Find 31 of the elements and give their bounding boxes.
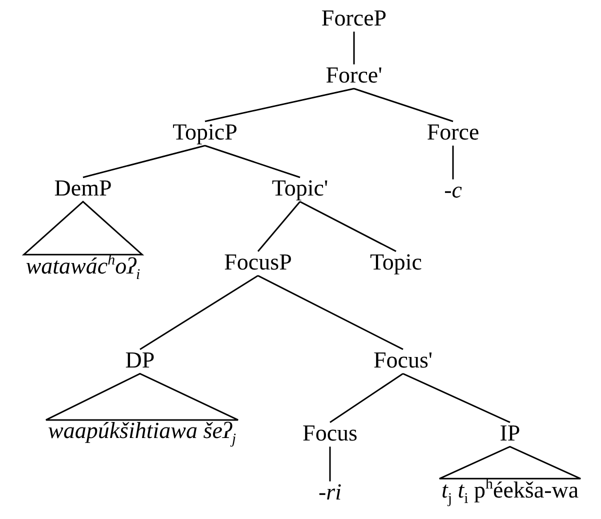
branch-line: [204, 144, 300, 178]
branch-line: [258, 274, 404, 350]
category-label: Topic: [370, 249, 422, 275]
category-label: Force': [326, 62, 382, 88]
category-label: DP: [125, 347, 155, 373]
branch-line: [330, 373, 404, 423]
category-label: Focus: [302, 420, 358, 446]
category-label: Focus': [373, 347, 433, 373]
leaf-word: -ri: [318, 479, 342, 505]
branch-line: [257, 201, 301, 252]
branch-line: [300, 200, 396, 252]
category-label: DemP: [54, 175, 112, 201]
branch-line: [82, 144, 206, 178]
category-label: Topic': [272, 175, 328, 201]
triangle-branch: [22, 200, 144, 256]
category-label: Force: [426, 119, 480, 145]
category-label: TopicP: [172, 119, 238, 145]
category-label: ForceP: [321, 5, 387, 31]
triangle-branch: [438, 446, 582, 480]
branch-line: [402, 372, 510, 424]
category-label: FocusP: [224, 249, 292, 275]
leaf-word: waapúkšihtiawa šeʔ$_{j}$: [48, 418, 236, 448]
branch-line: [354, 88, 454, 122]
branch-line: [353, 32, 355, 64]
branch-line: [329, 446, 331, 482]
leaf-word: -c: [444, 177, 462, 203]
branch-line: [140, 275, 258, 350]
triangle-branch: [45, 372, 239, 421]
category-label: IP: [500, 420, 520, 446]
branch-line: [452, 146, 454, 180]
branch-line: [204, 88, 354, 122]
